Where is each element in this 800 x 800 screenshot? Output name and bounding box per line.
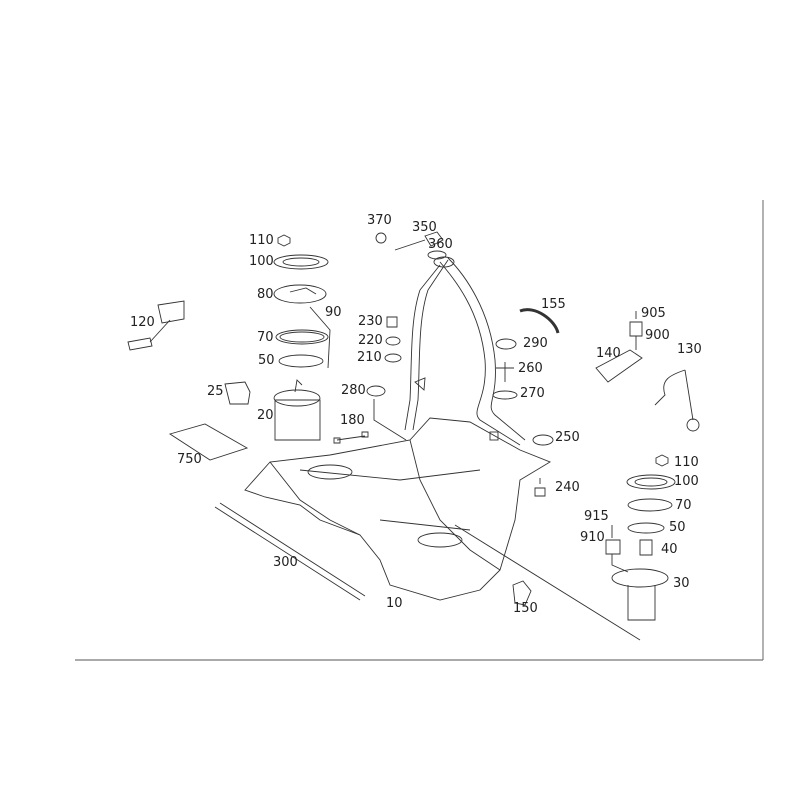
part-750-pad (168, 423, 249, 461)
part-370 (375, 232, 387, 244)
callout-290: 290 (523, 336, 548, 351)
part-180 (333, 431, 369, 444)
callout-50-right: 50 (669, 520, 686, 535)
callout-10: 10 (386, 596, 403, 611)
sender-130-wire (654, 369, 686, 406)
callout-80: 80 (257, 287, 274, 302)
part-280 (366, 385, 386, 397)
callout-750: 750 (177, 452, 202, 467)
callout-70: 70 (257, 330, 274, 345)
float-130 (686, 418, 700, 432)
callout-300: 300 (273, 555, 298, 570)
callout-915: 915 (584, 509, 609, 524)
callout-350: 350 (412, 220, 437, 235)
cap-tether (394, 239, 426, 251)
callout-910: 910 (580, 530, 605, 545)
callout-70-right: 70 (675, 498, 692, 513)
callout-905: 905 (641, 306, 666, 321)
callout-130: 130 (677, 342, 702, 357)
left-pump-stack (224, 234, 331, 441)
callout-100: 100 (249, 254, 274, 269)
callout-370: 370 (367, 213, 392, 228)
callout-210: 210 (357, 350, 382, 365)
part-230 (386, 316, 398, 328)
fuel-tank (244, 417, 552, 601)
sender-unit-120 (127, 300, 185, 351)
filler-neck (404, 250, 526, 446)
callout-110-right: 110 (674, 455, 699, 470)
callout-20: 20 (257, 408, 274, 423)
strap-300 (214, 502, 366, 601)
callout-120: 120 (130, 315, 155, 330)
callout-230: 230 (358, 314, 383, 329)
callout-155: 155 (541, 297, 566, 312)
right-pump-stack (605, 454, 676, 621)
callout-280: 280 (341, 383, 366, 398)
connector-900 (629, 311, 643, 337)
callout-30: 30 (673, 576, 690, 591)
callout-150: 150 (513, 601, 538, 616)
part-250 (532, 434, 554, 446)
callout-240: 240 (555, 480, 580, 495)
part-290 (495, 338, 517, 350)
callout-250: 250 (555, 430, 580, 445)
callout-260: 260 (518, 361, 543, 376)
callout-50: 50 (258, 353, 275, 368)
leader-30 (454, 524, 641, 641)
part-270 (492, 390, 518, 400)
callout-100-right: 100 (674, 474, 699, 489)
callout-270: 270 (520, 386, 545, 401)
sender-130-arm (684, 369, 694, 421)
callout-110: 110 (249, 233, 274, 248)
callout-25: 25 (207, 384, 224, 399)
callout-140: 140 (596, 346, 621, 361)
callout-900: 900 (645, 328, 670, 343)
callout-220: 220 (358, 333, 383, 348)
fuel-cap (424, 231, 444, 247)
hose-155 (519, 308, 560, 334)
callout-40: 40 (661, 542, 678, 557)
leader-280 (373, 399, 407, 441)
part-220 (385, 336, 401, 346)
callout-180: 180 (340, 413, 365, 428)
part-210 (384, 353, 402, 363)
part-240 (534, 478, 546, 497)
callout-360: 360 (428, 237, 453, 252)
callout-90: 90 (325, 305, 342, 320)
part-150 (512, 580, 532, 606)
part-260 (496, 362, 514, 382)
sensor-140 (595, 336, 643, 383)
